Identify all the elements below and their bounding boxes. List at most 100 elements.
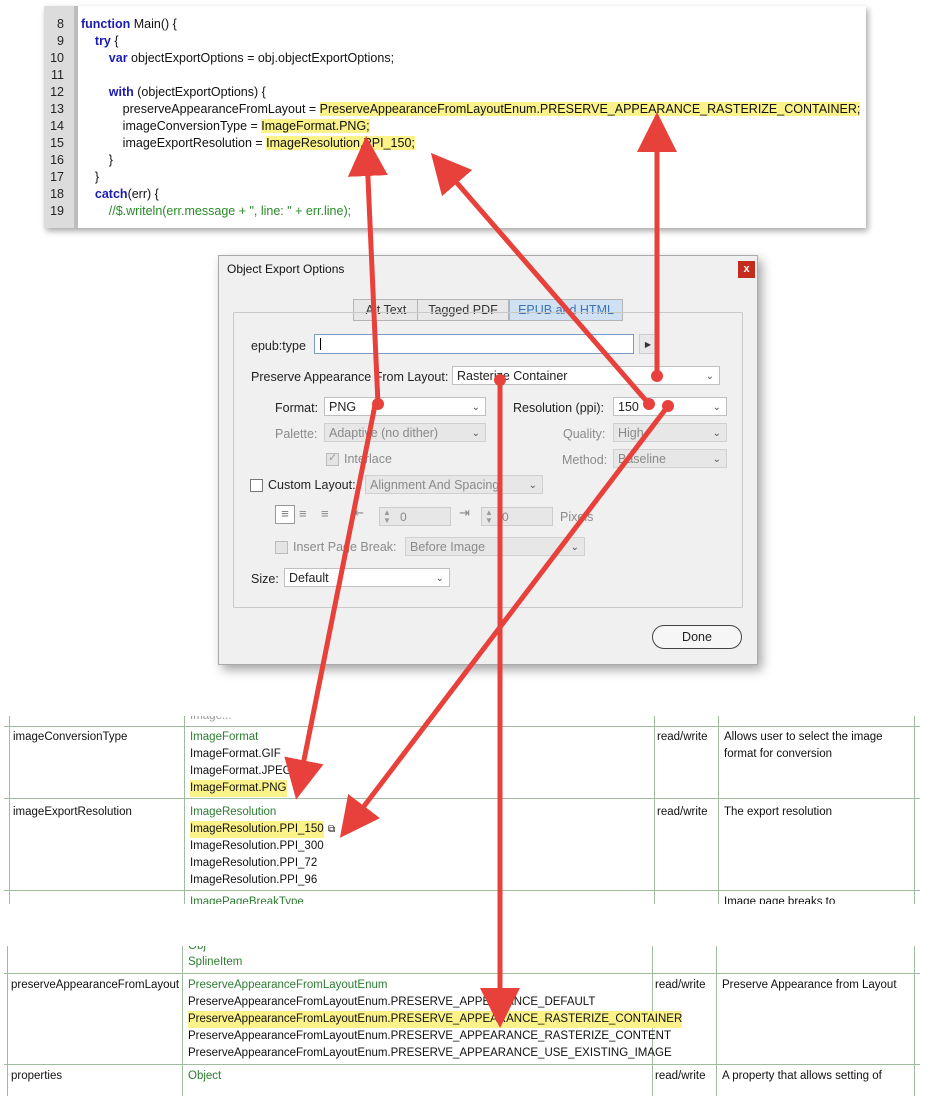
type-link[interactable]: Object (188, 1070, 222, 1082)
quality-dropdown[interactable]: High ⌄ (613, 423, 727, 442)
line-number: 10 (50, 51, 64, 65)
line-number: 18 (50, 187, 64, 201)
enum-value: PreserveAppearanceFromLayoutEnum.PRESERV… (188, 1030, 671, 1042)
code-line: 18 catch(err) { (44, 186, 866, 203)
access-value: read/write (657, 731, 708, 743)
checkmark-icon: ✓ (328, 452, 338, 464)
table-border (9, 716, 10, 904)
align-center-icon[interactable]: ≡ (299, 506, 307, 521)
close-icon[interactable]: x (738, 261, 755, 278)
code-token: } (81, 153, 113, 167)
palette-label: Palette: (275, 427, 318, 441)
size-label: Size: (251, 572, 279, 586)
enum-value: ImageFormat.JPEG (190, 765, 292, 777)
code-line: 8 function Main() { (44, 16, 866, 33)
property-name: imageExportResolution (13, 806, 132, 818)
arrow-origin-dot (494, 374, 506, 386)
code-line: 13 preserveAppearanceFromLayout = Preser… (44, 101, 866, 118)
interlace-label: Interlace (344, 452, 392, 466)
palette-dropdown[interactable]: Adaptive (no dither) ⌄ (324, 423, 486, 442)
epub-type-input[interactable] (314, 334, 634, 354)
chevron-down-icon: ⌄ (471, 428, 480, 439)
chevron-down-icon: ⌄ (705, 371, 714, 382)
type-link[interactable]: Obj (188, 946, 206, 952)
table-border (7, 946, 8, 1096)
page-break-dropdown[interactable]: Before Image ⌄ (405, 537, 585, 556)
enum-value: PreserveAppearanceFromLayoutEnum.PRESERV… (188, 1047, 672, 1059)
line-number: 8 (57, 17, 64, 31)
description: A property that allows setting of (722, 1070, 882, 1082)
tab-tagged-pdf[interactable]: Tagged PDF (417, 299, 509, 321)
description: Preserve Appearance from Layout (722, 979, 897, 991)
code-line: 14 imageConversionType = ImageFormat.PNG… (44, 118, 866, 135)
access-value: read/write (655, 1070, 706, 1082)
line-number: 12 (50, 85, 64, 99)
align-left-icon[interactable]: ≡ (275, 505, 295, 524)
code-line: 10 var objectExportOptions = obj.objectE… (44, 50, 866, 67)
preserve-appearance-dropdown[interactable]: Rasterize Container ⌄ (452, 366, 720, 385)
code-token: var (108, 51, 128, 65)
line-number: 15 (50, 136, 64, 150)
type-link[interactable]: ImageFormat (190, 731, 259, 743)
description: The export resolution (724, 806, 833, 818)
method-label: Method: (562, 453, 608, 467)
epub-options-group (233, 312, 743, 608)
code-token: { (110, 34, 119, 48)
align-right-icon[interactable]: ≡ (321, 506, 329, 521)
preserve-appearance-label: Preserve Appearance From Layout: (251, 370, 449, 384)
doc-table-image-options: Image... imageConversionType ImageFormat… (4, 716, 920, 904)
done-button[interactable]: Done (652, 625, 742, 649)
space-before-stepper[interactable]: ▲▼ 0 (379, 507, 451, 526)
highlighted-code-token: PreserveAppearanceFromLayoutEnum.PRESERV… (319, 102, 861, 116)
type-link[interactable]: ImageResolution (190, 806, 277, 818)
arrow-origin-dot (372, 398, 384, 410)
description: Allows user to select the image format f… (724, 731, 883, 760)
code-text: imageConversionType = ImageFormat.PNG; (81, 118, 370, 135)
table-border (716, 946, 717, 1096)
format-dropdown[interactable]: PNG ⌄ (324, 397, 486, 416)
line-number: 14 (50, 119, 64, 133)
custom-layout-label: Custom Layout: (268, 478, 356, 492)
table-border (182, 946, 183, 1096)
chevron-down-icon: ⌄ (570, 542, 579, 553)
space-after-value: 0 (502, 510, 509, 524)
custom-layout-value: Alignment And Spacing (370, 478, 500, 492)
custom-layout-checkbox[interactable] (250, 479, 263, 492)
arrow-origin-dot (651, 370, 663, 382)
enum-value: ImageResolution.PPI_96 (190, 874, 318, 886)
code-token: Main() { (130, 17, 177, 31)
table-border (4, 890, 920, 891)
insert-page-break-checkbox[interactable] (275, 541, 288, 554)
code-token: function (81, 17, 131, 31)
type-link[interactable]: PreserveAppearanceFromLayoutEnum (188, 979, 388, 991)
code-line: 17 } (44, 169, 866, 186)
quality-label: Quality: (563, 427, 606, 441)
object-export-options-dialog: Object Export Options x Alt Text Tagged … (218, 255, 758, 665)
interlace-checkbox[interactable]: ✓ (326, 452, 339, 466)
property-name: imageConversionType (13, 731, 128, 743)
enum-value: ImageResolution.PPI_300 (190, 840, 324, 852)
type-link[interactable]: SplineItem (188, 956, 243, 968)
resolution-value: 150 (618, 400, 639, 414)
type-link[interactable]: ImagePageBreakType (190, 896, 304, 904)
table-border (4, 1064, 920, 1065)
table-border (4, 973, 920, 974)
code-text: //$.writeln(err.message + ", line: " + e… (81, 203, 351, 220)
chevron-down-icon: ⌄ (471, 402, 480, 413)
size-dropdown[interactable]: Default ⌄ (284, 568, 450, 587)
code-line: 19 //$.writeln(err.message + ", line: " … (44, 203, 866, 220)
line-number: 11 (51, 68, 64, 82)
space-before-value: 0 (400, 510, 407, 524)
line-number: 16 (50, 153, 64, 167)
table-border (4, 726, 920, 727)
copy-icon[interactable]: ⧉ (328, 824, 336, 835)
code-line: 9 try { (44, 33, 866, 50)
property-name: preserveAppearanceFromLayout (11, 979, 180, 991)
arrow-png-to-doc (284, 402, 378, 800)
table-border (718, 716, 719, 904)
code-text: } (81, 169, 99, 186)
line-number-gutter (44, 6, 78, 228)
space-after-icon: ⇥ (459, 505, 470, 520)
code-text: var objectExportOptions = obj.objectExpo… (81, 50, 394, 67)
table-border (184, 716, 185, 904)
